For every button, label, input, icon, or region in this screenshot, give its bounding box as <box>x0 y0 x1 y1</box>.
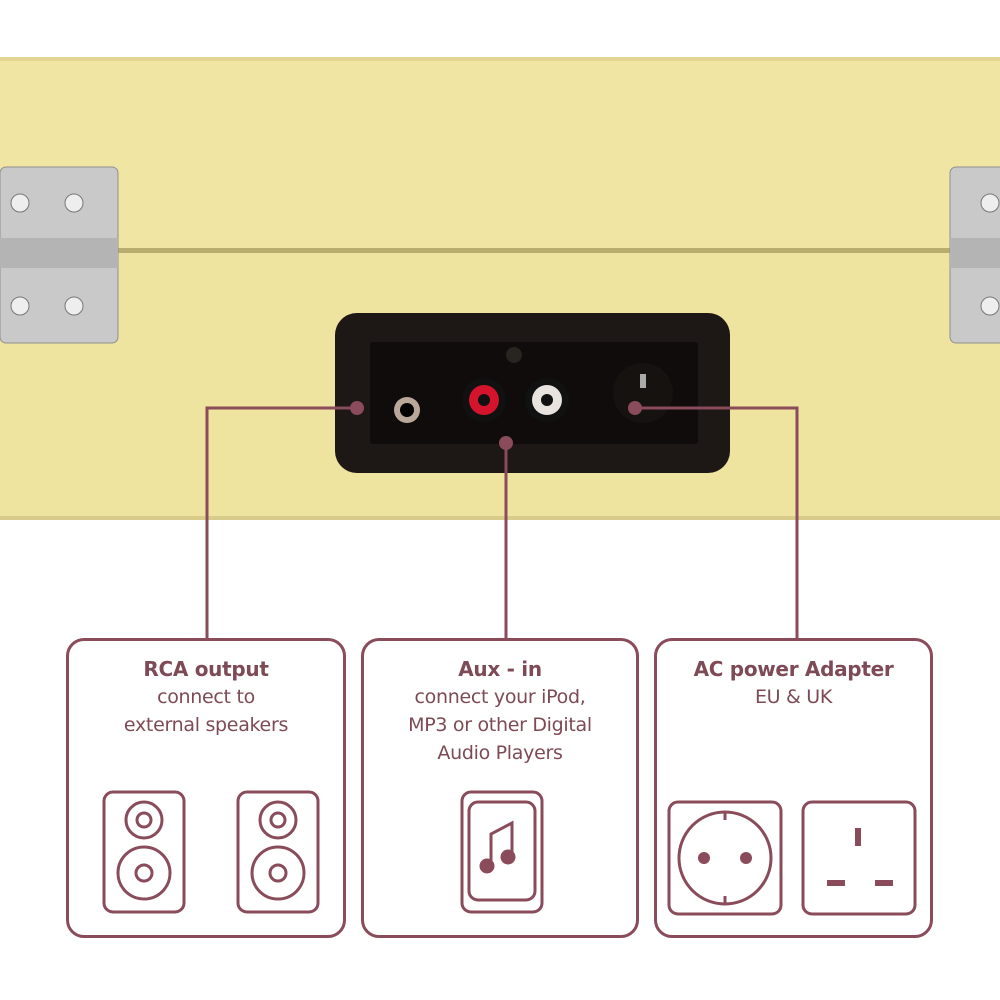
music-player-icon <box>460 790 544 914</box>
callout-ac-power: AC power Adapter EU & UK <box>654 638 933 938</box>
callout-title: RCA output <box>143 657 269 681</box>
callout-desc: connect your iPod, <box>414 686 586 708</box>
callout-title: Aux - in <box>458 657 542 681</box>
left-hinge <box>0 166 119 344</box>
case-lid <box>0 57 1000 250</box>
eu-socket-icon <box>667 800 783 916</box>
dc-jack <box>613 363 673 423</box>
power-sockets-icon <box>667 800 917 916</box>
callout-title: AC power Adapter <box>693 657 894 681</box>
callout-rca-output: RCA output connect to external speakers <box>66 638 346 938</box>
callout-desc: Audio Players <box>437 742 563 764</box>
uk-socket-icon <box>801 800 917 916</box>
jack-panel <box>335 313 730 473</box>
callout-aux-in: Aux - in connect your iPod, MP3 or other… <box>361 638 639 938</box>
callout-desc: external speakers <box>123 714 289 736</box>
callout-desc: MP3 or other Digital <box>408 714 592 736</box>
case-seam <box>0 248 1000 253</box>
leader-lines <box>205 406 799 640</box>
callout-desc: connect to <box>157 686 255 708</box>
speakers-icon <box>102 790 320 914</box>
right-hinge <box>949 166 1000 344</box>
callout-desc: EU & UK <box>754 686 833 708</box>
